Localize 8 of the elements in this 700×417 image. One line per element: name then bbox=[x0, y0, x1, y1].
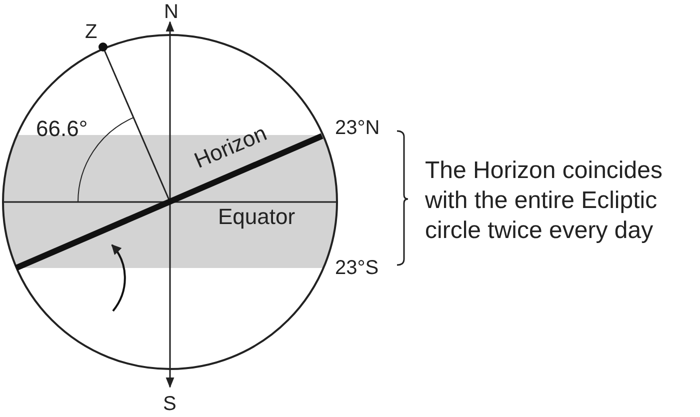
line-label: Equator bbox=[218, 206, 296, 228]
note-text: The Horizon coincides with the entire Ecliptic circle twice every day bbox=[425, 156, 664, 246]
latitude-label: 23°S bbox=[335, 258, 379, 278]
direction-label: S bbox=[163, 394, 176, 414]
direction-label: N bbox=[164, 2, 178, 22]
angle-label: 66.6° bbox=[36, 118, 88, 140]
latitude-label: 23°N bbox=[335, 118, 380, 138]
point-label: Z bbox=[85, 22, 98, 42]
